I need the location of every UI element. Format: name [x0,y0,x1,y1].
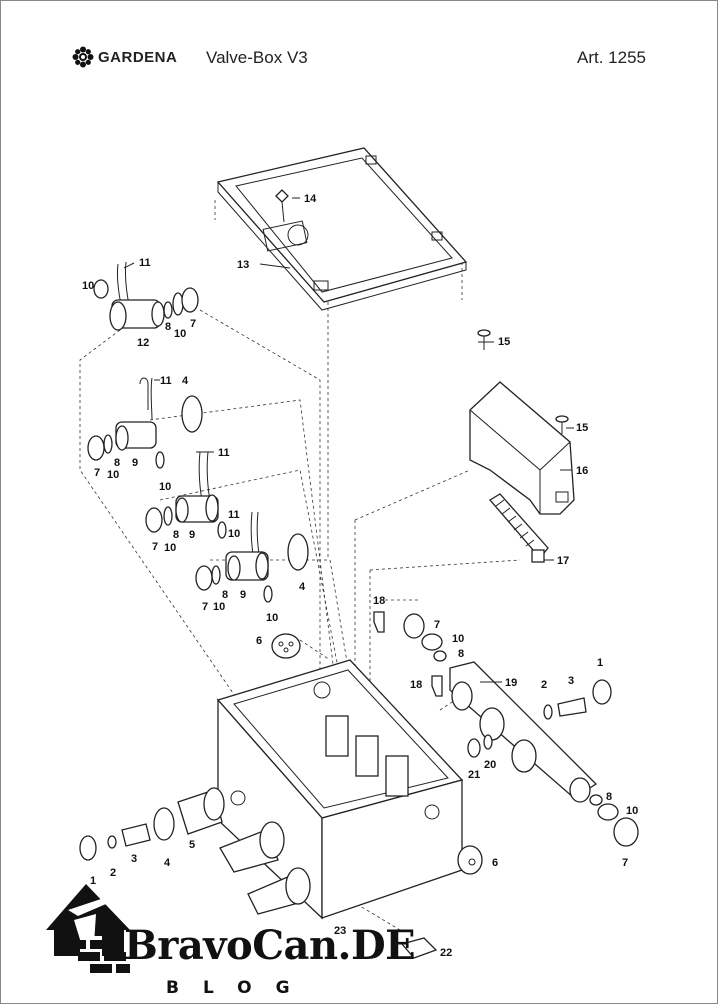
callout-10: 10 [164,542,176,554]
callout-8: 8 [458,648,464,660]
callout-1: 1 [597,657,603,669]
label-plate-part-22 [400,937,438,959]
callout-15: 15 [498,336,510,348]
callout-1: 1 [90,875,96,887]
valve-assembly-part-12 [93,261,199,331]
brand-logo: GARDENA [72,46,177,68]
callout-10: 10 [626,805,638,817]
callout-10: 10 [82,280,94,292]
callout-10: 10 [159,481,171,493]
screws-part-15 [477,329,569,434]
callout-3: 3 [568,675,574,687]
plug-part-6-upper [271,633,301,659]
callout-4: 4 [299,581,306,593]
plug-part-6-lower [457,845,483,875]
terminal-strip-part-17 [489,493,549,563]
callout-21: 21 [468,769,480,781]
callout-7: 7 [622,857,628,869]
callout-6: 6 [492,857,498,869]
manifold-part-19 [403,613,639,847]
callout-7: 7 [94,467,100,479]
callout-10: 10 [107,469,119,481]
callout-8: 8 [606,791,612,803]
lid-part-13 [216,147,468,311]
callout-5: 5 [189,839,195,851]
callout-11: 11 [228,509,240,521]
callout-11: 11 [139,257,151,269]
callout-10: 10 [174,328,186,340]
front-fittings-parts-1-5 [79,787,311,915]
article-number: Art. 1255 [577,48,646,67]
callout-20: 20 [484,759,496,771]
callout-14: 14 [304,193,317,205]
watermark-name: BravoCan.DE [124,922,416,969]
callout-19: 19 [505,677,517,689]
callout-4: 4 [182,375,189,387]
callout-8: 8 [173,529,179,541]
callout-10: 10 [228,528,240,540]
callout-7: 7 [190,318,196,330]
callout-7: 7 [152,541,158,553]
callout-9: 9 [240,589,246,601]
callout-23: 23 [334,925,346,937]
callout-12: 12 [137,337,149,349]
callout-10: 10 [266,612,278,624]
callout-8: 8 [222,589,228,601]
callout-8: 8 [114,457,120,469]
main-box-part-23 [216,659,464,920]
valve-housing-part-16 [469,381,575,515]
callout-3: 3 [131,853,137,865]
leader-lines [123,197,574,683]
brick-wall-icon [64,940,130,973]
callout-7: 7 [434,619,440,631]
product-title: Valve-Box V3 [206,48,308,67]
callout-11: 11 [218,447,230,459]
callout-9: 9 [189,529,195,541]
callout-10: 10 [452,633,464,645]
callout-13: 13 [237,259,249,271]
callout-4: 4 [164,857,171,869]
callout-10: 10 [213,601,225,613]
callout-7: 7 [202,601,208,613]
valve-assembly-row-2 [87,377,203,469]
callout-8: 8 [165,321,171,333]
callout-2: 2 [110,867,116,879]
callout-16: 16 [576,465,588,477]
right-fittings-parts-1-3 [543,679,612,720]
valve-assembly-row-3 [145,451,227,539]
callout-18: 18 [373,595,385,607]
clips-part-18 [373,611,443,697]
wing-screw-part-14 [275,189,289,223]
gardena-flower-icon [72,46,94,68]
bravocan-watermark-logo [46,884,130,973]
callout-15: 15 [576,422,588,434]
part-callouts: 11 10 8 10 7 12 13 14 15 15 16 17 11 4 7… [82,193,638,959]
valve-assembly-row-4 [195,511,309,603]
callout-22: 22 [440,947,452,959]
callout-17: 17 [557,555,569,567]
callout-2: 2 [541,679,547,691]
watermark-tagline: BLOG [166,978,314,998]
callout-11: 11 [160,375,172,387]
callout-18: 18 [410,679,422,691]
brand-name: GARDENA [98,48,178,66]
callout-9: 9 [132,457,138,469]
callout-6: 6 [256,635,262,647]
